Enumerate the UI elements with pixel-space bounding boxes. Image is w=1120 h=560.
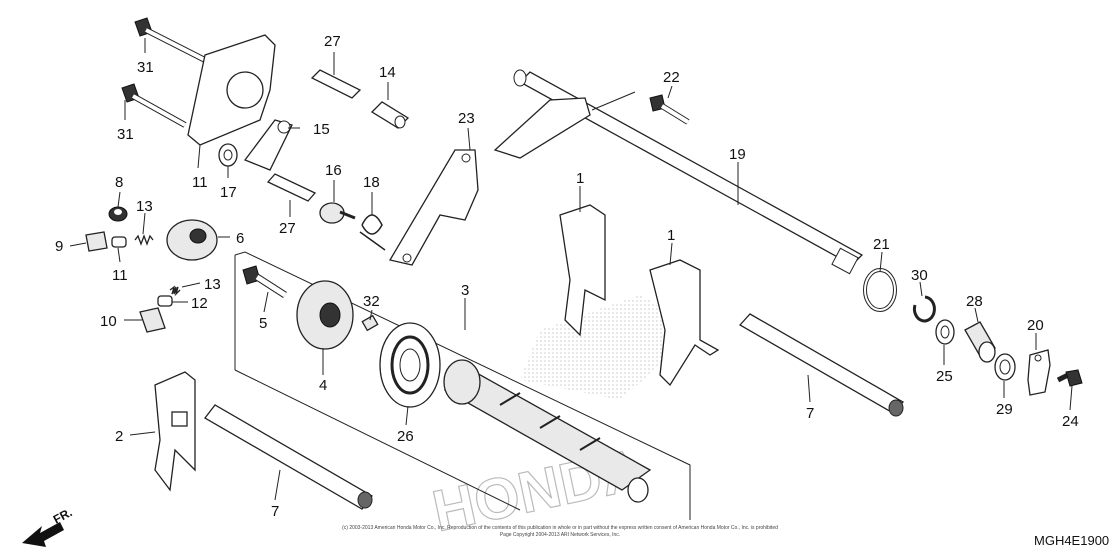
callout-31-lower: 31 [117, 126, 134, 143]
callout-15: 15 [313, 121, 330, 138]
callout-31-upper: 31 [137, 59, 154, 76]
shift-fork-1-left [559, 204, 606, 337]
washer-29 [994, 353, 1016, 381]
shift-shaft-19 [493, 69, 864, 275]
spring-13-lower [169, 285, 181, 297]
callout-8: 8 [115, 174, 123, 191]
callouts: 31 31 11 17 15 27 14 16 18 27 23 8 13 6 … [55, 33, 1079, 520]
callout-32: 32 [363, 293, 380, 310]
pin-32 [361, 314, 379, 332]
shift-fork-2 [154, 371, 196, 492]
plunger-9 [85, 231, 108, 252]
callout-11-upper: 11 [112, 267, 128, 284]
assembly-frame-bottom [234, 369, 521, 511]
callout-16: 16 [325, 162, 342, 179]
callout-30: 30 [911, 267, 928, 284]
pin-10 [139, 307, 166, 333]
nut-8 [108, 206, 128, 222]
callout-12: 11 [192, 174, 208, 191]
honda-watermark: HONDA [427, 295, 700, 545]
callout-13-lower: 13 [204, 276, 221, 293]
callout-19: 19 [729, 146, 746, 163]
copyright-line-2: Page Copyright 2004-2013 ARI Network Ser… [500, 532, 620, 538]
drum-center-4 [296, 280, 354, 350]
cam-plate-6 [166, 219, 218, 261]
washer-17 [218, 143, 238, 167]
callout-4: 4 [319, 377, 327, 394]
fr-label: FR. [51, 505, 75, 526]
front-direction-arrow: FR. [22, 505, 74, 547]
callout-11-lower: 12 [191, 295, 208, 312]
stopper-arm-23 [388, 149, 479, 266]
pin-11-lower [157, 295, 173, 307]
copyright-line-1: (c) 2003-2013 American Honda Motor Co., … [342, 525, 778, 531]
diagram-code: MGH4E1900 [1034, 533, 1109, 548]
stopper-arm-15 [243, 119, 293, 171]
callout-26: 26 [397, 428, 414, 445]
assembly-frame [234, 251, 691, 520]
plate-20 [1027, 349, 1051, 396]
callout-3: 3 [461, 282, 469, 299]
roller-16 [319, 202, 356, 224]
callout-22: 22 [663, 69, 680, 86]
return-spring-21 [863, 268, 897, 312]
callout-20: 20 [1027, 317, 1044, 334]
callout-13-upper: 13 [136, 198, 153, 215]
bolt-24 [1056, 369, 1083, 387]
callout-9: 9 [55, 238, 63, 255]
callout-6: 6 [236, 230, 244, 247]
callout-1-left: 1 [576, 170, 584, 187]
shift-fork-1-right [649, 259, 720, 387]
leader-lines [69, 38, 1073, 501]
callout-14: 14 [379, 64, 396, 81]
callout-29: 29 [996, 401, 1013, 418]
fork-shaft-7-right [738, 313, 905, 417]
callout-7-right: 7 [806, 405, 814, 422]
callout-5: 5 [259, 315, 267, 332]
stopper-plate-12 [187, 34, 276, 146]
callout-21: 21 [873, 236, 890, 253]
callout-24: 24 [1062, 413, 1079, 430]
callout-25: 25 [936, 368, 953, 385]
dowel-pin-27-upper [310, 69, 362, 99]
callout-27-lower: 27 [279, 220, 296, 237]
shift-drum-3 [443, 359, 652, 503]
fork-shaft-7-left [204, 404, 373, 510]
washer-25 [935, 319, 955, 345]
circlip-30 [912, 295, 936, 323]
callout-17: 17 [220, 184, 237, 201]
callout-28: 28 [966, 293, 983, 310]
bearing-26 [379, 322, 441, 408]
callout-10: 10 [100, 313, 117, 330]
dowel-pin-27-lower [266, 173, 317, 202]
callout-2: 2 [115, 428, 123, 445]
callout-7-left: 7 [271, 503, 279, 520]
collar-14 [370, 101, 410, 129]
callout-18: 18 [363, 174, 380, 191]
callout-1-right: 1 [667, 227, 675, 244]
bolt-22 [649, 94, 690, 125]
callout-27-upper: 27 [324, 33, 341, 50]
return-spring-18 [359, 214, 386, 251]
pin-11-upper [111, 236, 127, 248]
bolt-31-lower [121, 83, 187, 128]
callout-23: 23 [458, 110, 475, 127]
bearing-28 [964, 321, 996, 363]
spring-13-upper [134, 234, 154, 246]
bolt-5 [242, 265, 287, 298]
bolt-31-upper [134, 17, 207, 63]
